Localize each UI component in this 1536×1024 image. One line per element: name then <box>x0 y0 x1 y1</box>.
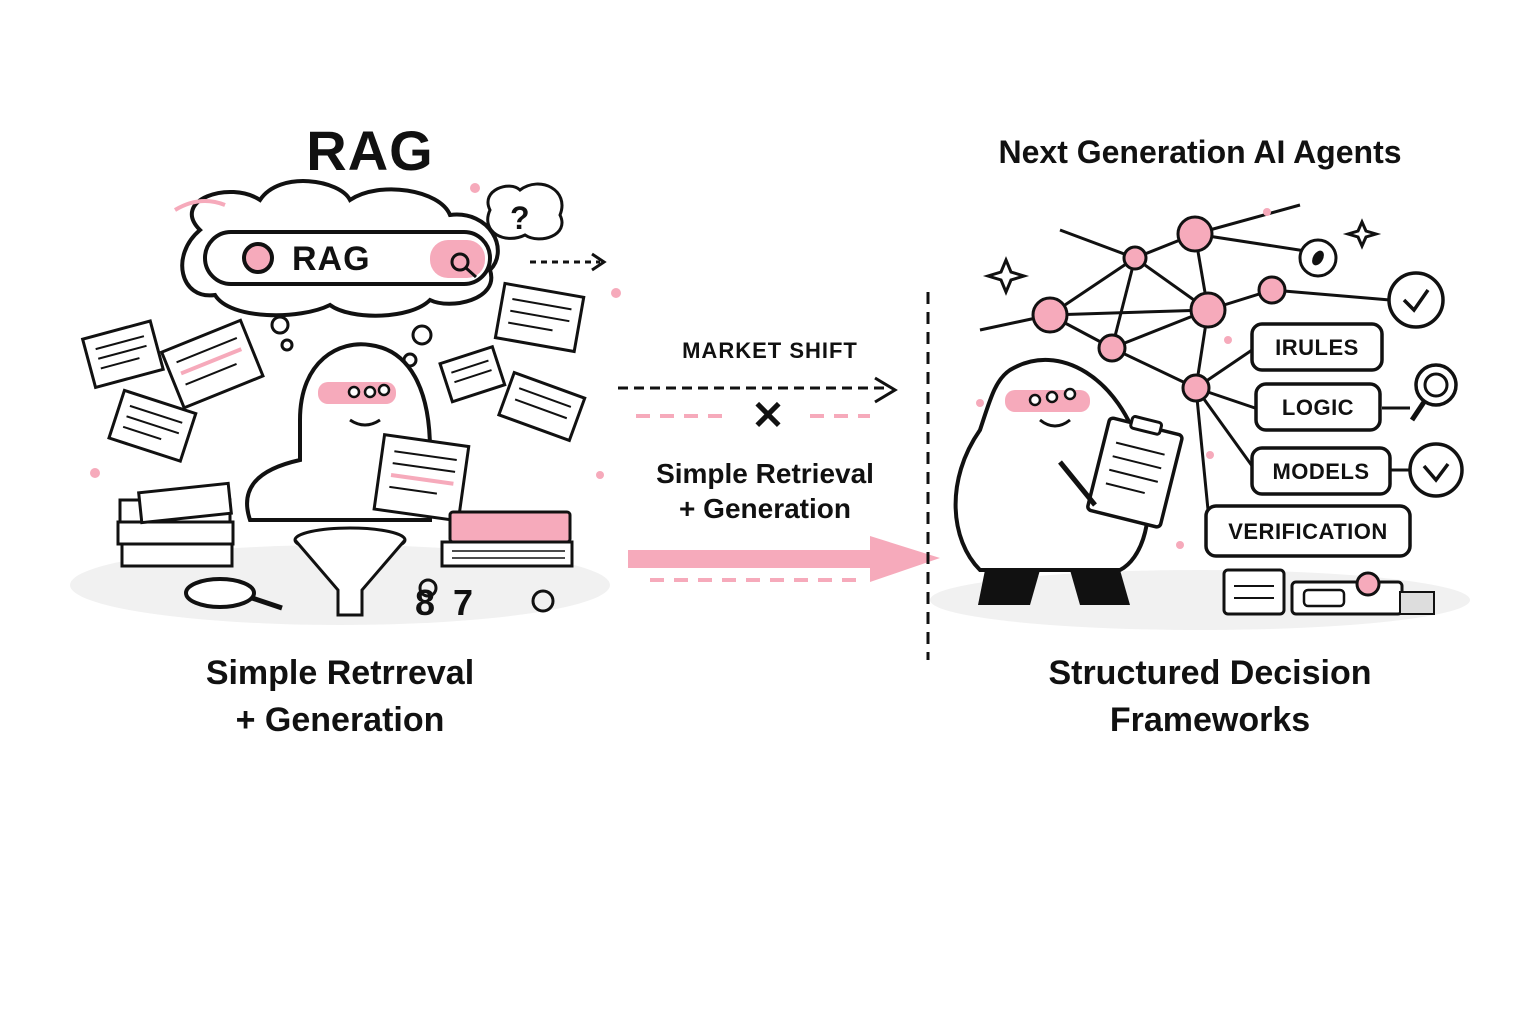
doodle-circle <box>411 324 433 346</box>
right-scene <box>930 203 1470 630</box>
search-icon <box>450 252 478 279</box>
mouth <box>1039 418 1071 428</box>
middle-subtitle-line1: Simple Retrieval <box>656 458 874 489</box>
pink-dot <box>1263 208 1271 216</box>
pill-verification-label: VERIFICATION <box>1228 519 1388 544</box>
eye <box>1045 390 1059 404</box>
doodle-circle <box>531 589 555 613</box>
pink-dot <box>90 468 100 478</box>
document-icon <box>496 370 587 443</box>
clipboard-icon <box>1086 415 1184 529</box>
eye <box>377 383 391 397</box>
x-mark-icon: ✕ <box>751 394 785 438</box>
question-mark: ? <box>510 200 530 236</box>
sparkle-icon <box>1342 218 1382 250</box>
middle-transition <box>618 292 940 660</box>
eye <box>347 385 361 399</box>
book-icon <box>440 510 574 568</box>
pill-rules-label: IRULES <box>1275 335 1359 360</box>
search-bar-icon <box>242 242 274 274</box>
check-icon <box>1408 442 1464 498</box>
document-icon <box>80 319 166 390</box>
leg <box>1070 570 1130 605</box>
pink-dot <box>976 399 984 407</box>
mouth <box>349 418 381 427</box>
right-caption-line1: Structured Decision <box>1048 654 1372 692</box>
right-caption-line2: Frameworks <box>1109 701 1311 739</box>
leaf-node-icon <box>1298 238 1338 278</box>
market-shift-label: MARKET SHIFT <box>682 338 858 363</box>
left-scene <box>70 179 621 625</box>
document-icon <box>493 281 586 354</box>
check-icon <box>1387 271 1445 329</box>
pink-dot <box>596 471 604 479</box>
left-caption-line2: + Generation <box>235 701 445 739</box>
eye <box>1028 393 1042 407</box>
right-character-body <box>953 358 1151 572</box>
search-bar-text: RAG <box>292 240 371 278</box>
right-caption: Structured Decision Frameworks <box>990 650 1430 744</box>
pink-swoosh <box>173 199 226 212</box>
pink-dot <box>1176 541 1184 549</box>
middle-subtitle-line2: + Generation <box>679 493 851 524</box>
left-title: RAG <box>306 119 434 182</box>
pill-rules-box <box>1250 322 1384 372</box>
held-document-icon <box>372 433 471 523</box>
document-icon <box>438 344 507 404</box>
cloud-arrow-head <box>591 252 607 272</box>
leg <box>978 570 1040 605</box>
pink-dot <box>470 183 480 193</box>
pen-icon <box>1058 460 1097 507</box>
pink-dot <box>1224 336 1232 344</box>
funnel-icon <box>293 526 407 617</box>
thought-bubble-dot <box>280 338 294 352</box>
left-caption: Simple Retrreval + Generation <box>150 650 530 744</box>
device-icon <box>1290 571 1435 616</box>
network-nodes <box>1031 215 1287 403</box>
magnifier-icon <box>184 577 283 611</box>
pill-logic-box <box>1254 382 1382 432</box>
eye <box>363 385 377 399</box>
question-cloud <box>486 182 564 241</box>
pink-dot <box>611 288 621 298</box>
eye <box>1063 387 1077 401</box>
left-caption-line1: Simple Retrreval <box>205 654 475 692</box>
search-button-fill <box>430 240 485 278</box>
right-title: Next Generation AI Agents <box>998 134 1402 170</box>
pill-logic-label: LOGIC <box>1281 395 1355 420</box>
middle-subtitle: Simple Retrieval + Generation <box>620 456 910 526</box>
sparkle-icon <box>982 256 1030 296</box>
magnifier-icon <box>1409 363 1458 422</box>
thought-bubble-dot <box>270 315 290 335</box>
doodle-circle <box>418 578 438 598</box>
pill-models-label: MODELS <box>1272 459 1370 484</box>
pink-dot <box>1206 451 1214 459</box>
folder-icon <box>1222 568 1286 616</box>
doodle-circle <box>402 352 418 368</box>
document-icon <box>107 388 198 464</box>
number-scribble: 8 7 <box>415 582 478 623</box>
shift-arrow-head <box>874 376 898 404</box>
paper-stack <box>116 481 235 568</box>
pink-big-arrow <box>628 536 940 582</box>
document-icon <box>159 318 265 410</box>
pill-verification-box <box>1204 504 1412 558</box>
search-bar <box>203 230 492 286</box>
